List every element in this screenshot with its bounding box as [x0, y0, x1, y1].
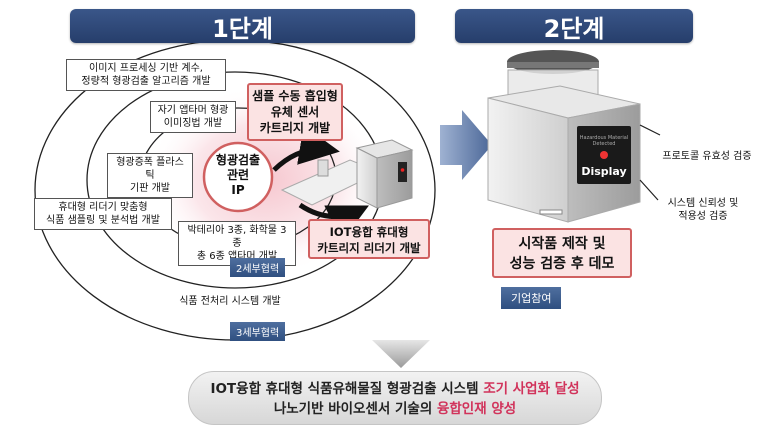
box-image-processing: 이미지 프로세싱 기반 계수, 정량적 형광검출 알고리즘 개발: [66, 59, 226, 91]
highlight-sensor-cartridge-line1: 샘플 수동 흡입형: [252, 89, 338, 103]
arrow-to-card: [272, 125, 340, 172]
tag-2nd-cooperation: 2세부협력: [230, 258, 286, 277]
box-bacteria-aptamer-line1: 박테리아 3종, 화학물 3종: [187, 225, 287, 249]
box-system-line1: 시스템 신뢰성 및: [667, 198, 739, 209]
highlight-sensor-cartridge-line3: 카트리지 개발: [259, 121, 331, 135]
ip-center-line1: 형광검출: [215, 153, 261, 167]
ip-center-line2: 관련: [226, 168, 250, 182]
device-alert-led: [600, 151, 608, 159]
highlight-sensor-cartridge-line2: 유체 센서: [270, 105, 320, 119]
highlight-prototype-line2: 성능 검증 후 데모: [509, 256, 615, 272]
device-display-label: Display: [581, 165, 627, 178]
cartridge-tab: [317, 159, 329, 177]
highlight-prototype-line1: 시작품 제작 및: [518, 236, 606, 252]
box-portable-reader-line2: 식품 샘플링 및 분석법 개발: [46, 215, 160, 226]
reader-front: [356, 147, 378, 209]
box-system-validation: 시스템 신뢰성 및 적용성 검증: [660, 195, 746, 225]
box-system-line2: 적용성 검증: [678, 211, 728, 222]
highlight-prototype-demo: 시작품 제작 및 성능 검증 후 데모: [492, 228, 632, 278]
tag-3rd-cooperation: 3세부협력: [230, 322, 286, 341]
connector-system: [639, 179, 659, 201]
box-plastic-substrate: 형광증폭 플라스틱 기판 개발: [107, 153, 193, 198]
summary-line2-highlight: 융합인재 양성: [436, 401, 517, 417]
box-image-processing-line1: 이미지 프로세싱 기반 계수,: [89, 63, 203, 74]
box-portable-reader: 휴대형 리더기 맞춤형 식품 샘플링 및 분석법 개발: [34, 198, 172, 230]
ip-circle: [202, 141, 274, 213]
reader-panel: [398, 162, 407, 182]
down-arrow: [372, 340, 430, 368]
highlight-iot-reader-line1: IOT융합 휴대형: [329, 225, 409, 239]
summary-banner: IOT융합 휴대형 식품유해물질 형광검출 시스템 조기 사업화 달성 나노기반…: [188, 371, 602, 425]
box-bacteria-aptamer-line2: 총 6종 앱타머 개발: [196, 251, 278, 262]
highlight-iot-reader-line2: 카트리지 리더기 개발: [317, 241, 421, 255]
arrow-to-reader: [298, 202, 369, 242]
summary-line1-text: IOT융합 휴대형 식품유해물질 형광검출 시스템: [210, 381, 484, 397]
highlight-sensor-cartridge: 샘플 수동 흡입형 유체 센서 카트리지 개발: [247, 83, 343, 141]
reader-led: [400, 168, 405, 172]
box-protocol-line1: 프로토콜 유효성 검증: [662, 151, 752, 162]
summary-line2-text: 나노기반 바이오센서 기술의: [273, 401, 437, 417]
box-aptamer-imaging-line2: 이미징법 개발: [163, 118, 223, 129]
tag-industry-participation: 기업참여: [501, 287, 562, 309]
device-slot: [539, 209, 563, 215]
ip-center-label: 형광검출 관련 IP: [204, 153, 272, 198]
box-food-pretreatment-line1: 식품 전처리 시스템 개발: [179, 296, 281, 307]
connector-protocol: [639, 124, 661, 136]
box-food-pretreatment: 식품 전처리 시스템 개발: [167, 293, 293, 310]
box-image-processing-line2: 정량적 형광검출 알고리즘 개발: [81, 76, 211, 87]
box-plastic-substrate-line1: 형광증폭 플라스틱: [116, 157, 184, 181]
box-protocol-validation: 프로토콜 유효성 검증: [657, 148, 757, 165]
stage2-header: 2단계: [455, 9, 693, 43]
device-front-face: [487, 97, 569, 223]
device-panel-line1: Hazardous Material: [579, 135, 629, 141]
summary-line1: IOT융합 휴대형 식품유해물질 형광검출 시스템 조기 사업화 달성: [189, 379, 601, 399]
box-plastic-substrate-line2: 기판 개발: [130, 183, 170, 194]
highlight-iot-reader: IOT융합 휴대형 카트리지 리더기 개발: [308, 219, 430, 259]
device-panel-line2: Detected: [592, 141, 616, 147]
summary-line2: 나노기반 바이오센서 기술의 융합인재 양성: [189, 399, 601, 419]
summary-line1-highlight: 조기 사업화 달성: [483, 381, 580, 397]
device-lid-rim: [507, 62, 599, 68]
box-portable-reader-line1: 휴대형 리더기 맞춤형: [58, 202, 148, 213]
device-panel-text: Hazardous Material Detected: [578, 135, 630, 147]
stage1-header: 1단계: [70, 9, 415, 43]
box-aptamer-imaging: 자기 앱타머 형광 이미징법 개발: [150, 101, 236, 133]
stage-transition-arrow: [440, 110, 492, 180]
ip-center-line3: IP: [231, 183, 245, 197]
box-aptamer-imaging-line1: 자기 앱타머 형광: [157, 105, 229, 116]
